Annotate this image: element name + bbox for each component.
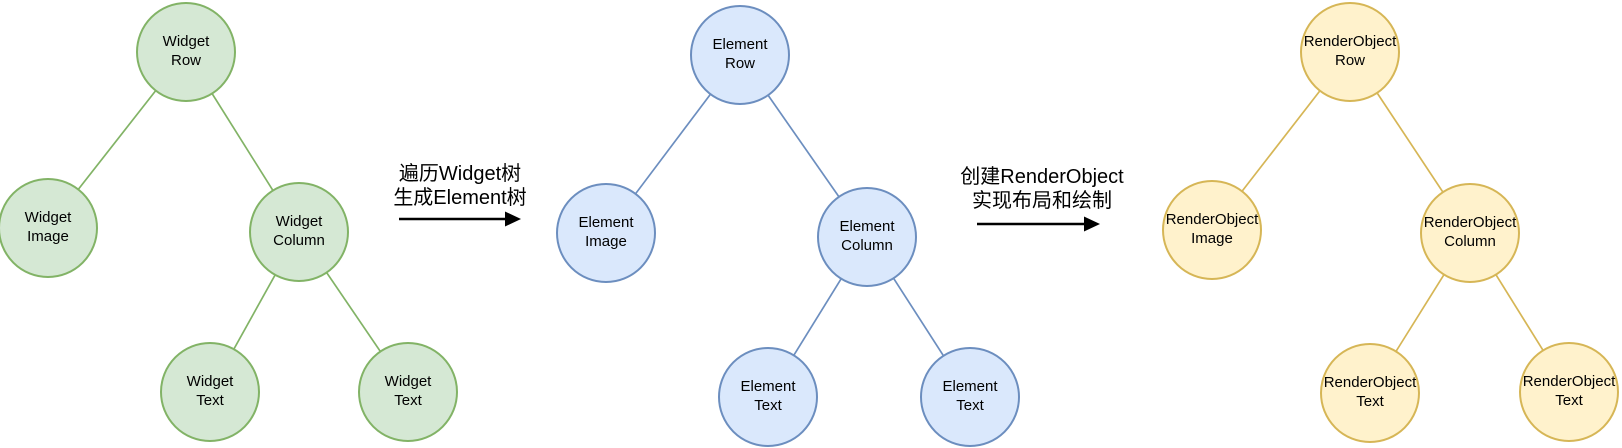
arrowhead-icon bbox=[505, 211, 521, 227]
node-label: Widget Column bbox=[273, 213, 325, 249]
node-label: Element Column bbox=[839, 218, 895, 254]
node-renderobject-row: RenderObject Row bbox=[1300, 2, 1400, 102]
arrowhead-icon bbox=[1084, 216, 1100, 232]
node-renderobject-column: RenderObject Column bbox=[1420, 183, 1520, 283]
node-label: Widget Row bbox=[162, 33, 210, 69]
node-element-image: Element Image bbox=[556, 183, 656, 283]
node-element-text-left: Element Text bbox=[718, 347, 818, 447]
transform-arrows bbox=[399, 217, 1085, 226]
node-label: Element Text bbox=[740, 378, 796, 414]
node-label: Widget Text bbox=[186, 373, 234, 409]
node-label: RenderObject Image bbox=[1165, 211, 1259, 247]
node-label: Element Image bbox=[578, 214, 634, 250]
node-element-row: Element Row bbox=[690, 5, 790, 105]
node-label: Element Row bbox=[712, 36, 768, 72]
node-label: Widget Text bbox=[384, 373, 432, 409]
node-label: RenderObject Column bbox=[1423, 214, 1517, 250]
arrow-label-widget-to-element: 遍历Widget树 生成Element树 bbox=[393, 163, 527, 209]
node-element-column: Element Column bbox=[817, 187, 917, 287]
node-renderobject-image: RenderObject Image bbox=[1162, 180, 1262, 280]
node-widget-row: Widget Row bbox=[136, 2, 236, 102]
node-label: RenderObject Text bbox=[1323, 374, 1417, 410]
node-label: Widget Image bbox=[24, 209, 72, 245]
node-label: RenderObject Text bbox=[1522, 373, 1616, 409]
node-widget-image: Widget Image bbox=[0, 178, 98, 278]
node-label: Element Text bbox=[942, 378, 998, 414]
node-widget-text-right: Widget Text bbox=[358, 342, 458, 442]
node-element-text-right: Element Text bbox=[920, 347, 1020, 447]
widget-tree-edges bbox=[47, 51, 409, 393]
node-renderobject-text-right: RenderObject Text bbox=[1519, 342, 1619, 442]
node-label: RenderObject Row bbox=[1303, 33, 1397, 69]
node-widget-text-left: Widget Text bbox=[160, 342, 260, 442]
node-renderobject-text-left: RenderObject Text bbox=[1320, 343, 1420, 443]
node-widget-column: Widget Column bbox=[249, 182, 349, 282]
arrow-label-element-to-renderobject: 创建RenderObject 实现布局和绘制 bbox=[960, 166, 1124, 212]
